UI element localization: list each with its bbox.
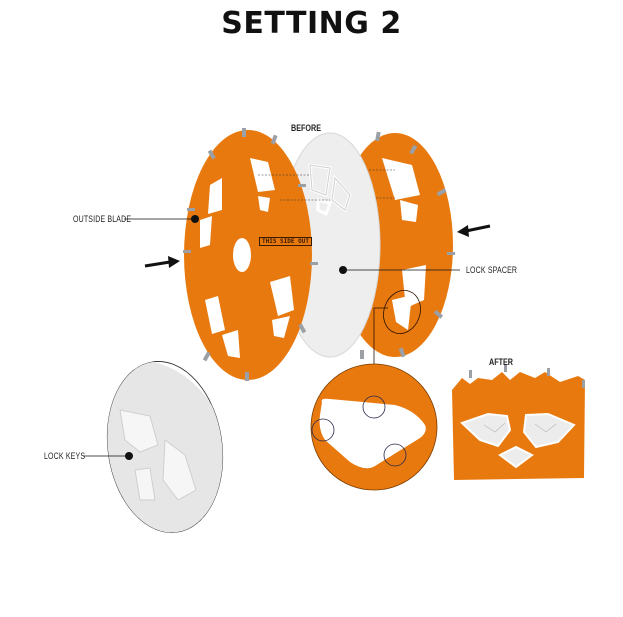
keyhole-detail xyxy=(310,363,438,491)
this-side-out-badge: THIS SIDE OUT xyxy=(259,237,312,246)
lock-keys-detail xyxy=(83,360,230,541)
outside-blade-label: OUTSIDE BLADE xyxy=(73,214,132,224)
lock-spacer-label: LOCK SPACER xyxy=(466,265,518,275)
after-detail xyxy=(452,364,585,480)
before-label: BEFORE xyxy=(291,123,322,133)
lock-keys-label: LOCK KEYS xyxy=(44,451,86,461)
outside-blade-marker xyxy=(191,215,199,223)
arrow-right-icon xyxy=(144,256,180,268)
page-title: SETTING 2 xyxy=(221,6,402,41)
arrow-left-icon xyxy=(457,224,491,237)
after-label: AFTER xyxy=(489,357,513,367)
lock-spacer-marker xyxy=(339,266,347,274)
outside-blade xyxy=(183,128,330,381)
